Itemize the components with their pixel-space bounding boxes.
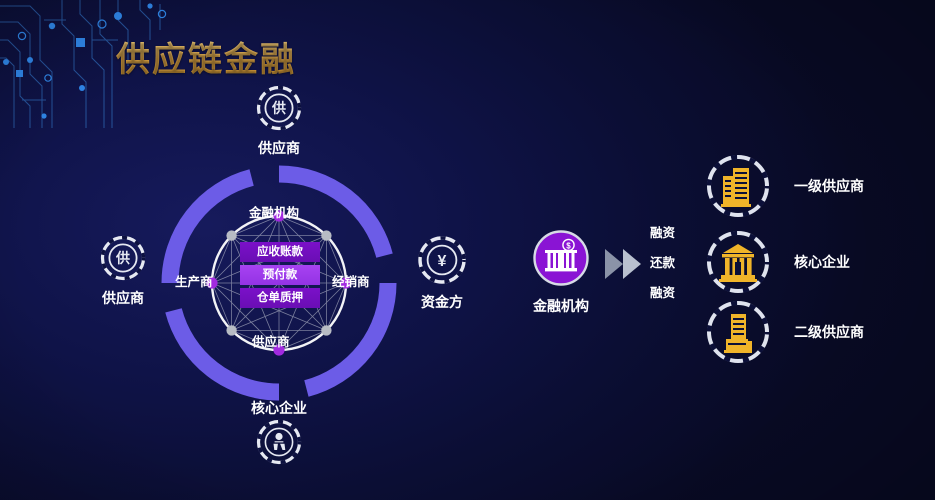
flow-label-repayment: 还款 <box>650 256 676 270</box>
node-label: 供应商 <box>102 290 144 306</box>
product-box-warehouse-receipt-pledge[interactable]: 仓单质押 <box>240 288 320 308</box>
supplier-glyph-icon: 供 <box>255 84 303 132</box>
node-label: 金融机构 <box>533 298 589 314</box>
right-item-label: 二级供应商 <box>794 324 864 340</box>
node-supplier-top[interactable]: 供 供应商 <box>234 84 324 158</box>
right-item-core-enterprise[interactable]: 核心企业 <box>704 228 850 296</box>
bank-building-dollar-icon: $ <box>531 228 591 288</box>
outer-segmented-ring <box>161 165 397 401</box>
inner-network-graph <box>206 210 352 356</box>
node-core-enterprise-bottom[interactable] <box>234 418 324 466</box>
office-building-icon <box>706 154 770 218</box>
product-box-stack: 应收账款 预付款 仓单质押 <box>240 242 320 308</box>
svg-text:¥: ¥ <box>438 253 447 270</box>
right-item-label: 一级供应商 <box>794 178 864 194</box>
page-title: 供应链金融 <box>116 32 296 81</box>
classical-bank-icon <box>706 230 770 294</box>
yuan-currency-icon: ¥ <box>416 234 468 286</box>
svg-text:供: 供 <box>115 250 130 266</box>
flow-label-financing-1: 融资 <box>650 226 676 240</box>
warehouse-building-icon <box>706 300 770 364</box>
node-label: 资金方 <box>421 294 463 310</box>
core-enterprise-people-icon <box>255 418 303 466</box>
node-financial-institution[interactable]: $ 金融机构 <box>516 228 606 316</box>
svg-text:供: 供 <box>271 100 286 116</box>
node-capital-provider[interactable]: ¥ 资金方 <box>397 234 487 312</box>
flow-label-group: 融资 还款 融资 <box>650 222 675 301</box>
right-item-tier1-supplier[interactable]: 一级供应商 <box>704 152 864 220</box>
flow-label-financing-2: 融资 <box>650 286 676 300</box>
supplier-glyph-icon: 供 <box>99 234 147 282</box>
svg-text:$: $ <box>566 241 571 250</box>
hub-label-financial-institution: 金融机构 <box>249 206 300 220</box>
hub-label-distributor: 经销商 <box>332 275 370 289</box>
double-chevron-right-icon <box>605 249 641 279</box>
right-item-label: 核心企业 <box>794 254 850 270</box>
hub-label-producer: 生产商 <box>175 275 213 289</box>
node-supplier-left[interactable]: 供 供应商 <box>78 234 168 308</box>
product-box-receivables[interactable]: 应收账款 <box>240 242 320 262</box>
right-item-tier2-supplier[interactable]: 二级供应商 <box>704 298 864 366</box>
hub-label-supplier: 供应商 <box>252 335 290 349</box>
node-label-core-enterprise: 核心企业 <box>251 400 307 416</box>
product-box-prepayment[interactable]: 预付款 <box>240 265 320 285</box>
node-label: 供应商 <box>258 140 300 156</box>
circuit-board-pattern-icon <box>0 0 167 128</box>
